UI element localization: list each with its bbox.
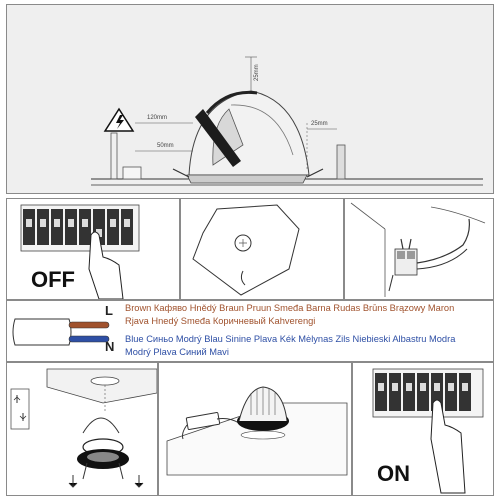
ceiling-hole: [90, 376, 120, 386]
breaker-panel-on: [372, 368, 484, 494]
section-drawing: [91, 56, 483, 186]
installation-section-diagram: 25mm 120mm 50mm 25mm: [6, 4, 494, 194]
dimension-right: 25mm: [311, 121, 328, 127]
driver-box: [122, 166, 142, 180]
power-cable: [416, 218, 470, 264]
dimension-left: 120mm: [147, 115, 168, 121]
blue-line-1: Blue Синьо Modrý Blau Sinine Plava Kék M…: [125, 334, 456, 344]
live-letter: L: [105, 303, 113, 318]
blue-translations: Blue Синьо Modrý Blau Sinine Plava Kék M…: [125, 333, 455, 358]
neutral-wire: [68, 335, 110, 343]
brown-line-2: Rjava Hnedý Smeđa Коричневый Kahverengi: [125, 315, 316, 326]
led-driver: [185, 411, 221, 431]
breaker-panel-off: [20, 204, 140, 299]
step-switch-off: OFF: [6, 198, 180, 300]
breaker-switches: [23, 209, 133, 245]
ceiling-plane: [46, 368, 157, 404]
live-wire: [68, 321, 110, 329]
on-label: ON: [377, 461, 410, 486]
insert-lamp-drawing: [10, 368, 157, 488]
off-label: OFF: [31, 267, 75, 292]
cable-drawing: [12, 318, 110, 346]
cable-end: [240, 270, 246, 286]
mounted-lamp-drawing: [166, 386, 348, 476]
left-joist: [110, 132, 118, 180]
blue-line-2: Modrý Plava Синий Mavi: [125, 346, 229, 357]
cable-sheath: [12, 318, 72, 346]
step-insert-lamp: [6, 362, 158, 496]
cable-color-legend: L N Brown Кафяво Hnědý Braun Pruun Smeđa…: [6, 300, 494, 362]
dimension-mid: 50mm: [157, 143, 174, 149]
step-wire-connection: [344, 198, 494, 300]
hand-icon: [88, 231, 124, 299]
step-ceiling-cutout: [180, 198, 344, 300]
breaker-switches: [375, 373, 471, 411]
spring-clip-detail: [10, 388, 30, 430]
step-switch-on: ON: [352, 362, 494, 496]
ceiling-cutout-drawing: [192, 204, 300, 296]
brown-line-1: Brown Кафяво Hnědý Braun Pruun Smeđa Bar…: [125, 303, 455, 313]
brown-translations: Brown Кафяво Hnědý Braun Pruun Smeđa Bar…: [125, 302, 454, 327]
right-joist: [336, 144, 346, 180]
lamp-reflector: [195, 109, 241, 167]
downlight-housing: [172, 90, 324, 184]
hand-icon: [430, 399, 466, 494]
lamp-bezel: [186, 174, 308, 184]
dimension-height: 25mm: [254, 64, 260, 81]
neutral-letter: N: [105, 339, 115, 354]
step-lamp-mounted: [158, 362, 352, 496]
wiring-drawing: [350, 202, 486, 297]
